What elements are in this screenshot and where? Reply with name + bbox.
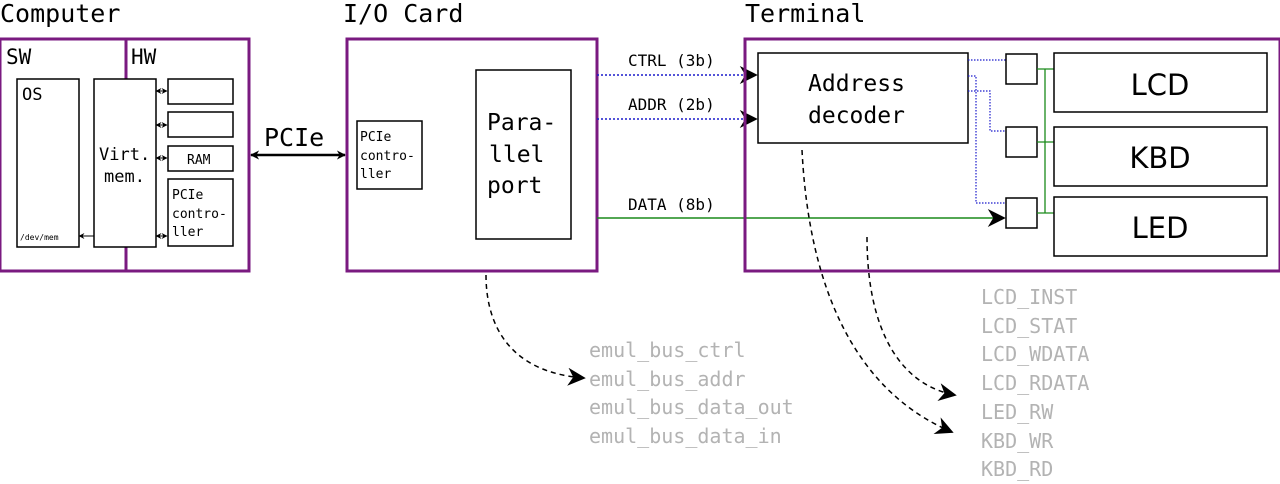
decoder-select-lines	[968, 59, 1006, 204]
ram-box	[167, 145, 234, 172]
devices-pointer	[866, 236, 957, 401]
parallel-port-line-2: llel	[489, 142, 544, 168]
parallel-port-box	[475, 69, 572, 240]
hw-label: HW	[131, 45, 157, 69]
kbd-label: KBD	[1129, 141, 1190, 175]
led-latch	[1005, 197, 1038, 229]
io-card-title: I/O Card	[343, 0, 463, 28]
lcd-label: LCD	[1131, 68, 1190, 102]
devmem-label: /dev/mem	[20, 233, 59, 242]
computer-group: Computer SW HW OS /dev/mem Virt. mem. RA…	[0, 0, 251, 273]
led-box	[1053, 196, 1268, 257]
computer-pcie-line-2: contro-	[172, 207, 227, 222]
emul-signal-4: emul_bus_data_in	[589, 424, 782, 448]
terminal-signal-list: LCD_INST LCD_STAT LCD_WDATA LCD_RDATA LE…	[981, 285, 1089, 481]
lcd-latch	[1005, 53, 1038, 85]
emul-signal-2: emul_bus_addr	[589, 367, 746, 391]
emul-signal-1: emul_bus_ctrl	[589, 338, 746, 362]
os-box	[16, 78, 80, 248]
terminal-signal-3: LCD_WDATA	[981, 342, 1089, 366]
decoder-pointer	[801, 149, 954, 434]
terminal-signal-2: LCD_STAT	[981, 314, 1077, 338]
emul-signal-list: emul_bus_ctrl emul_bus_addr emul_bus_dat…	[589, 338, 794, 448]
terminal-frame	[743, 37, 1280, 273]
address-decoder-box	[757, 52, 969, 144]
virt-mem-box	[93, 78, 157, 248]
computer-pcie-line-3: ller	[172, 225, 203, 240]
emul-signal-3: emul_bus_data_out	[589, 395, 794, 419]
terminal-signal-7: KBD_RD	[981, 457, 1053, 481]
computer-title: Computer	[0, 0, 120, 28]
addr-bus-label: ADDR (2b)	[628, 95, 715, 114]
latch-device-lines	[1037, 68, 1054, 214]
parallel-port-line-1: Para-	[487, 110, 556, 136]
kbd-box	[1053, 126, 1268, 187]
terminal-title: Terminal	[745, 0, 865, 28]
terminal-signal-4: LCD_RDATA	[981, 371, 1089, 395]
terminal-group: Terminal Address decoder LCD KBD LED	[743, 0, 1280, 273]
computer-pcie-line-1: PCIe	[172, 188, 203, 203]
io-pcie-box	[356, 120, 423, 190]
io-card-pointer	[485, 274, 586, 386]
io-card-frame	[345, 37, 599, 273]
pcie-link-group: PCIe	[250, 123, 346, 160]
terminal-signal-1: LCD_INST	[981, 285, 1077, 309]
data-bus-label: DATA (8b)	[628, 195, 715, 214]
virt-mem-line-2: mem.	[104, 167, 145, 187]
terminal-signal-5: LED_RW	[981, 400, 1054, 424]
pcie-link-label: PCIe	[264, 123, 324, 152]
ctrl-bus-label: CTRL (3b)	[628, 51, 715, 70]
virt-mem-line-1: Virt.	[99, 145, 150, 165]
os-label: OS	[22, 85, 42, 105]
parallel-port-line-3: port	[487, 173, 542, 199]
hw-slot-1	[167, 78, 234, 105]
io-pcie-line-3: ller	[360, 167, 391, 182]
dashed-pointers	[485, 149, 957, 434]
lcd-box	[1053, 52, 1268, 113]
io-pcie-line-2: contro-	[360, 149, 415, 164]
address-decoder-line-2: decoder	[808, 103, 905, 129]
ram-label: RAM	[187, 153, 211, 168]
bus-group: CTRL (3b) ADDR (2b) DATA (8b)	[597, 51, 1006, 227]
hw-slot-2	[167, 111, 234, 138]
io-pcie-line-1: PCIe	[360, 130, 391, 145]
sw-label: SW	[6, 45, 32, 69]
computer-pcie-box	[167, 178, 234, 247]
address-decoder-line-1: Address	[808, 71, 905, 97]
kbd-latch	[1005, 126, 1038, 158]
led-label: LED	[1132, 211, 1189, 245]
terminal-signal-6: KBD_WR	[981, 429, 1054, 453]
io-card-group: I/O Card PCIe contro- ller Para- llel po…	[343, 0, 599, 273]
